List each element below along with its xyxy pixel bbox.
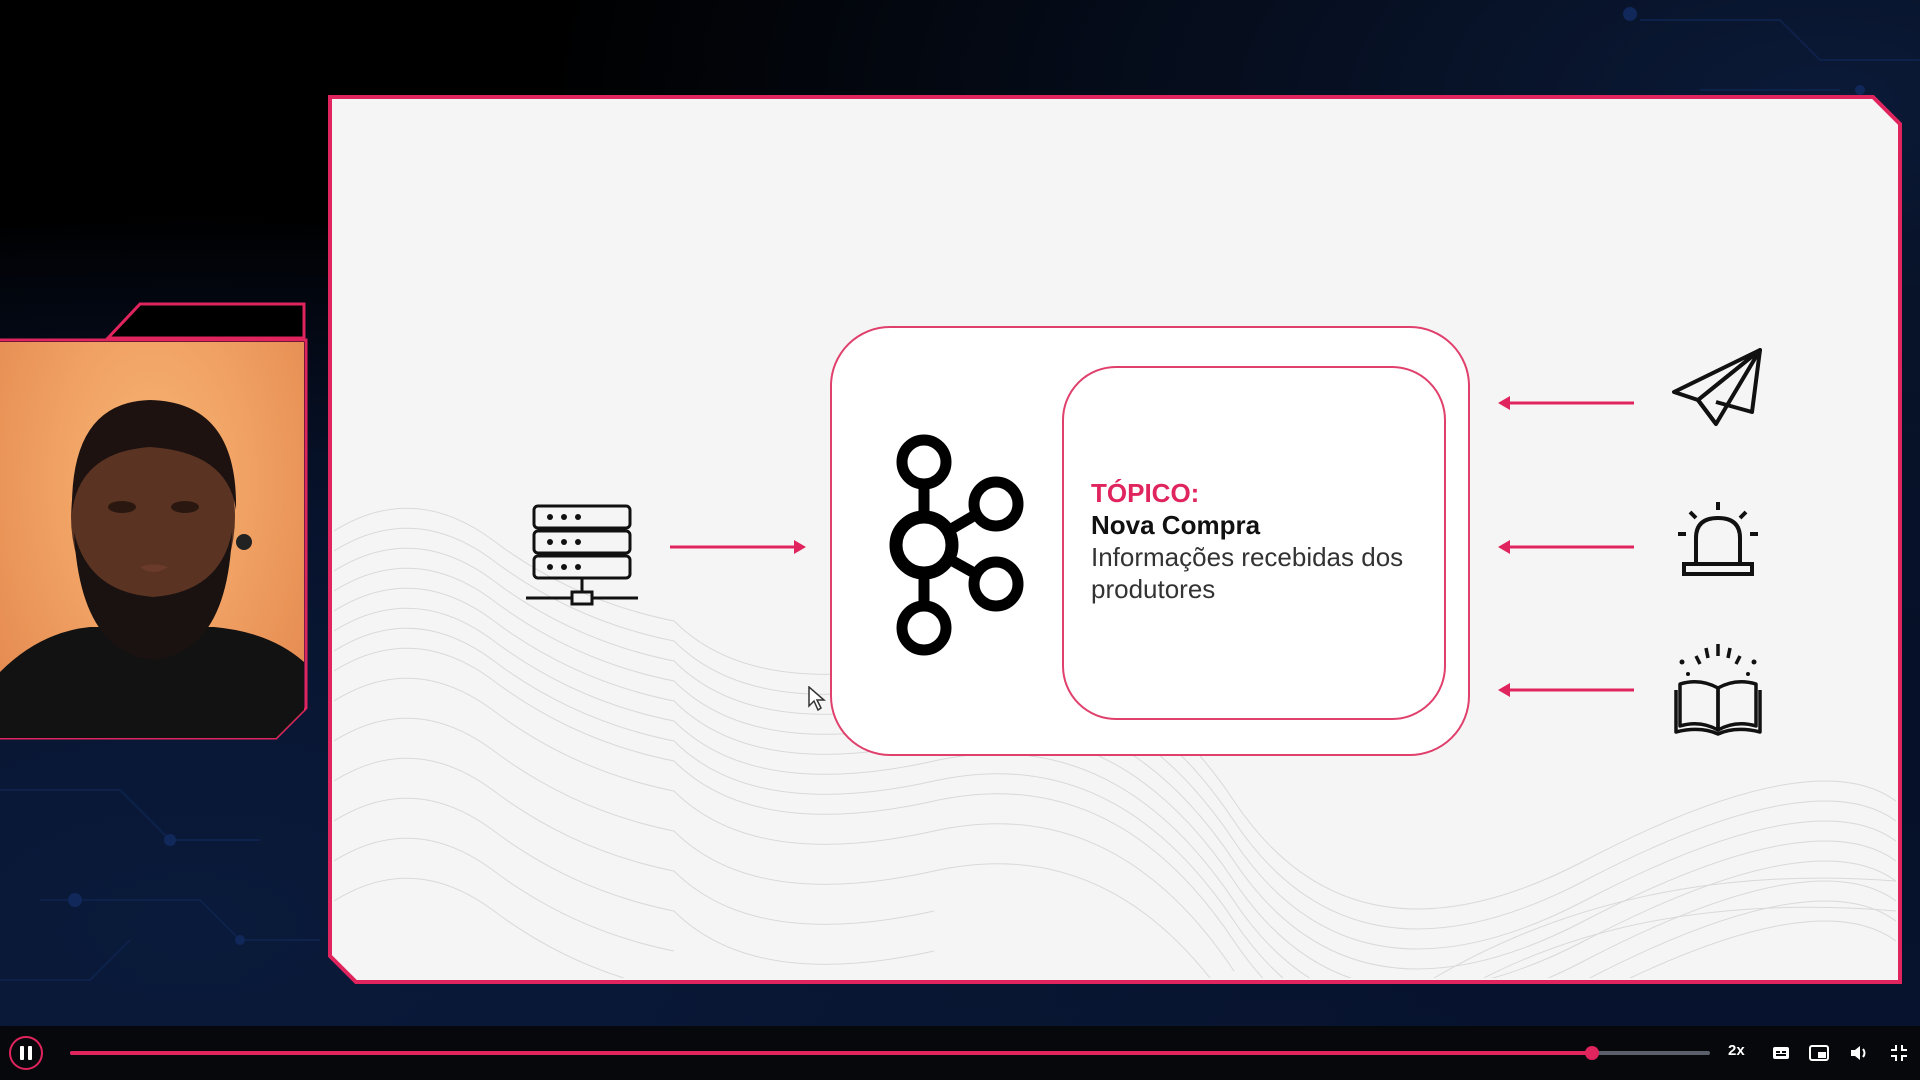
progress-handle[interactable] (1584, 1046, 1599, 1060)
progress-bar[interactable] (70, 1046, 1710, 1060)
server-icon (526, 504, 638, 606)
topic-box (1062, 366, 1446, 720)
alarm-siren-icon (1678, 502, 1758, 576)
topic-name: Nova Compra (1091, 510, 1261, 540)
kafka-logo-icon (889, 434, 1024, 656)
arrow-right-icon (670, 540, 806, 554)
presenter-figure (0, 400, 304, 738)
topic-description: Informações recebidas dos produtores (1091, 542, 1404, 604)
webcam-frame (0, 302, 308, 740)
arrow-left-icon (1498, 396, 1634, 410)
subtitles-icon[interactable] (1770, 1042, 1792, 1064)
pause-icon (28, 1046, 32, 1060)
video-stage[interactable]: TÓPICO: Nova Compra Informações recebida… (0, 0, 1920, 1026)
exit-fullscreen-icon[interactable] (1888, 1042, 1910, 1064)
paper-plane-icon (1672, 348, 1762, 426)
arrow-left-icon (1498, 540, 1634, 554)
mouse-cursor-icon (808, 686, 826, 712)
volume-icon[interactable] (1848, 1042, 1870, 1064)
topic-label: TÓPICO: (1091, 478, 1200, 508)
presenter-video (0, 342, 304, 738)
player-control-bar: 2x (0, 1026, 1920, 1080)
pause-button[interactable] (9, 1036, 43, 1070)
progress-fill (70, 1051, 1592, 1055)
topic-text: TÓPICO: Nova Compra Informações recebida… (1091, 477, 1431, 605)
open-book-icon (1674, 644, 1762, 736)
picture-in-picture-icon[interactable] (1808, 1042, 1830, 1064)
webcam-panel (0, 302, 308, 742)
playback-speed-button[interactable]: 2x (1728, 1042, 1745, 1059)
arrow-left-icon (1498, 683, 1634, 697)
pause-icon (20, 1046, 24, 1060)
